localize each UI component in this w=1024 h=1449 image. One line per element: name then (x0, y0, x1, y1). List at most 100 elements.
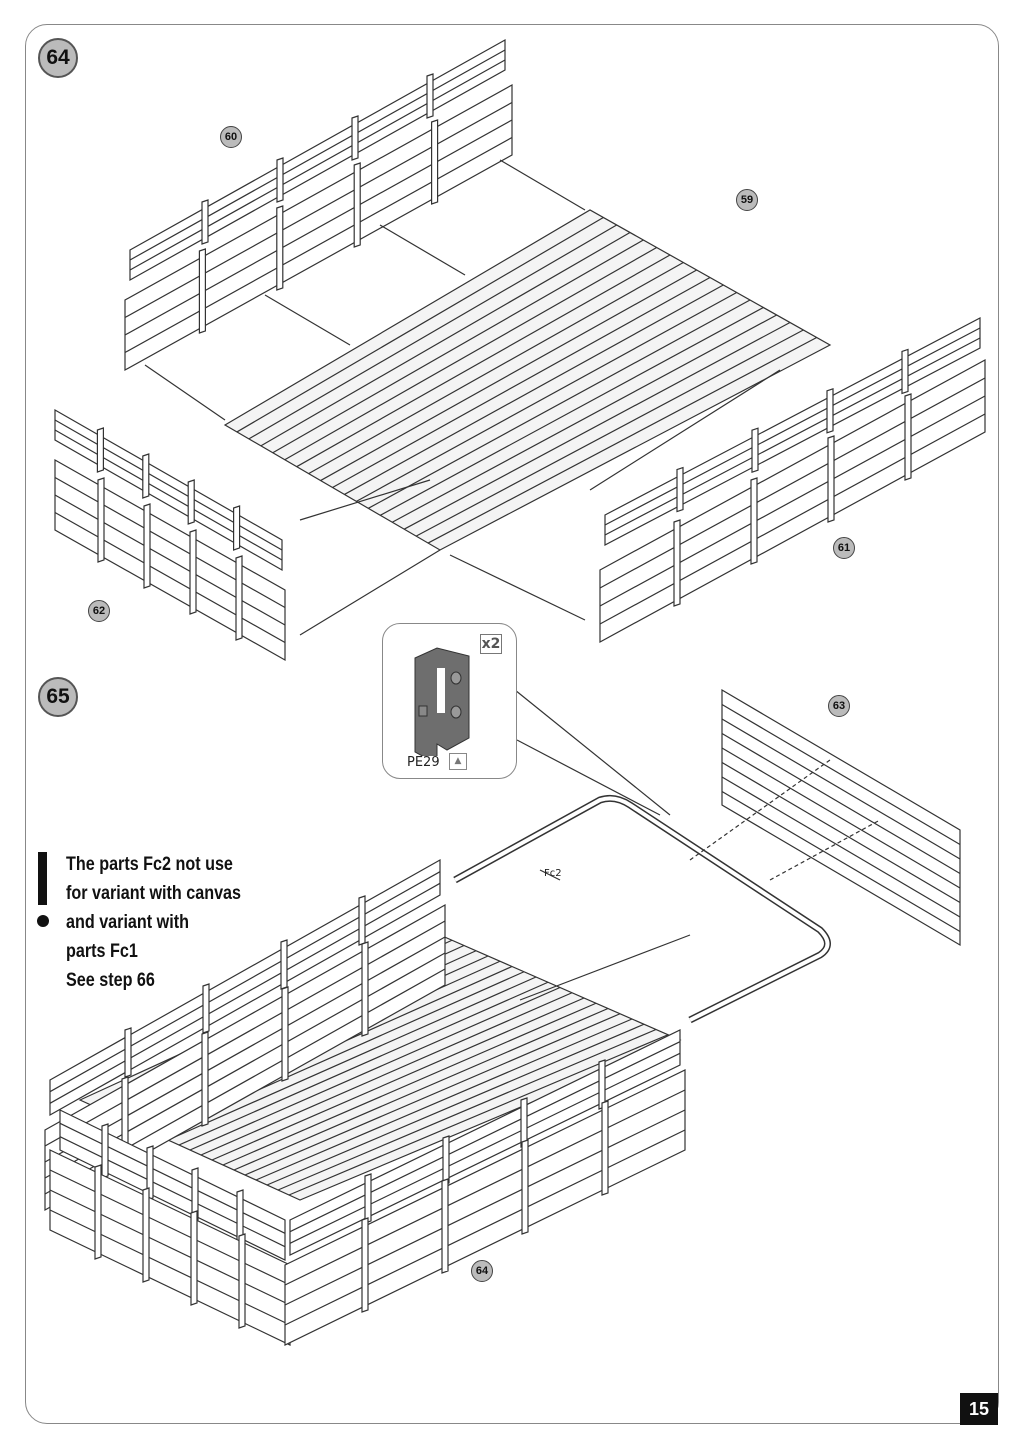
step-64-drawing (54, 38, 986, 662)
rail-stake (281, 986, 289, 1082)
deck-plank-line (415, 329, 804, 537)
rail-stake (358, 895, 366, 946)
rail-stake (101, 1123, 109, 1179)
part-detail-inset: x2 PE29 ▲ (382, 623, 517, 779)
rail-stake (827, 435, 835, 523)
rail-stake (426, 73, 434, 119)
deck-plank-line (320, 269, 697, 482)
rail-stake (521, 1139, 529, 1235)
rail-board-line (54, 476, 286, 609)
rail-board-line (284, 1089, 686, 1286)
rail-stake (233, 505, 241, 551)
page-number: 15 (960, 1393, 998, 1425)
rail-stake (351, 115, 359, 161)
part-callout-64: 64 (471, 1260, 493, 1282)
assembly-guide-line (264, 294, 351, 346)
rail-board-line (599, 413, 986, 625)
part-callout-59: 59 (736, 189, 758, 211)
rail-stake (235, 555, 243, 641)
deck-plank-line (356, 291, 737, 502)
warning-exclamation-dot (37, 915, 49, 927)
note-line: for variant with canvas (66, 883, 242, 904)
rail-board-line (54, 494, 286, 626)
deck-plank-line (308, 261, 684, 475)
rail-stake (142, 1187, 150, 1283)
rail-stake (361, 941, 369, 1037)
rail-stake (189, 529, 197, 615)
quantity-badge: x2 (480, 634, 502, 654)
deck-plank-line (379, 306, 764, 516)
rail-board-line (599, 395, 986, 607)
rail-board-line (284, 1129, 686, 1326)
step-number-65: 65 (38, 677, 78, 717)
deck-plank-line (344, 284, 724, 495)
deck-plank-line (277, 1028, 657, 1191)
part-callout-61: 61 (833, 537, 855, 559)
inset-leader-line (516, 739, 661, 816)
rail-board-line (284, 1109, 686, 1306)
frame-part-label: Fc2 (544, 868, 562, 879)
rail-board-line (124, 136, 513, 354)
assembly-guide-line (379, 224, 466, 276)
rail-board-line (59, 1136, 286, 1248)
rail-stake (364, 1173, 372, 1224)
rail-board-line (289, 1041, 681, 1233)
deck-plank-line (236, 216, 604, 433)
rail-board-line (49, 1189, 291, 1306)
deck-plank-line (233, 1007, 609, 1171)
rail-stake (750, 477, 758, 565)
variant-note: The parts Fc2 not use for variant with c… (66, 850, 241, 995)
deck-plank-line (222, 1002, 597, 1166)
deck-plank-line (266, 1023, 645, 1186)
rail-stake (187, 479, 195, 525)
assembly-guide-line (499, 159, 586, 211)
rail-stake (276, 157, 284, 203)
rail-stake (146, 1145, 154, 1201)
tailgate-board-line (721, 776, 961, 918)
rail-stake (238, 1233, 246, 1329)
photo-etch-icon: ▲ (449, 753, 467, 770)
assembly-guide-line (299, 479, 431, 521)
rail-stake (198, 248, 206, 334)
deck-plank-line (391, 314, 777, 523)
tailgate-board-line (721, 790, 961, 933)
rail-board-line (124, 119, 513, 336)
deck-plank-line (244, 1013, 621, 1176)
rail-stake (276, 205, 284, 291)
rail-stake (431, 119, 439, 205)
rail-stake (96, 427, 105, 473)
deck-plank-line (189, 986, 561, 1151)
deck-plank-line (284, 246, 657, 461)
rail-board-line (49, 1209, 291, 1326)
deck-plank-line (296, 254, 671, 468)
rail-board-line (44, 936, 446, 1163)
deck-plank-line (248, 224, 617, 440)
deck-plank-line (368, 299, 751, 509)
rail-stake (826, 387, 834, 434)
rail-stake (201, 199, 209, 245)
rail-stake (94, 1164, 102, 1260)
deck-plank-line (332, 276, 711, 489)
rail-stake (751, 427, 759, 474)
rail-stake (361, 1217, 369, 1313)
rail-stake (601, 1100, 609, 1196)
rail-stake (442, 1135, 450, 1186)
rail-board-line (604, 337, 981, 536)
frame-fc2-inner (454, 796, 830, 1022)
deck-plank-line (178, 981, 549, 1146)
warning-exclamation-icon (38, 852, 47, 905)
part-callout-63: 63 (828, 695, 850, 717)
assembled-rail-left-lower (44, 903, 446, 1212)
assembly-guide-line (589, 369, 781, 491)
rail-stake (441, 1178, 449, 1274)
deck-plank-line (260, 231, 631, 447)
deck-plank-line (272, 239, 644, 454)
rail-stake (676, 466, 684, 513)
deck-plank-line (403, 321, 791, 530)
tailgate-board-line (721, 732, 961, 875)
part-callout-60: 60 (220, 126, 242, 148)
tailgate-board-line (721, 761, 961, 904)
inset-leader-line (514, 689, 671, 816)
rail-stake (142, 453, 150, 499)
